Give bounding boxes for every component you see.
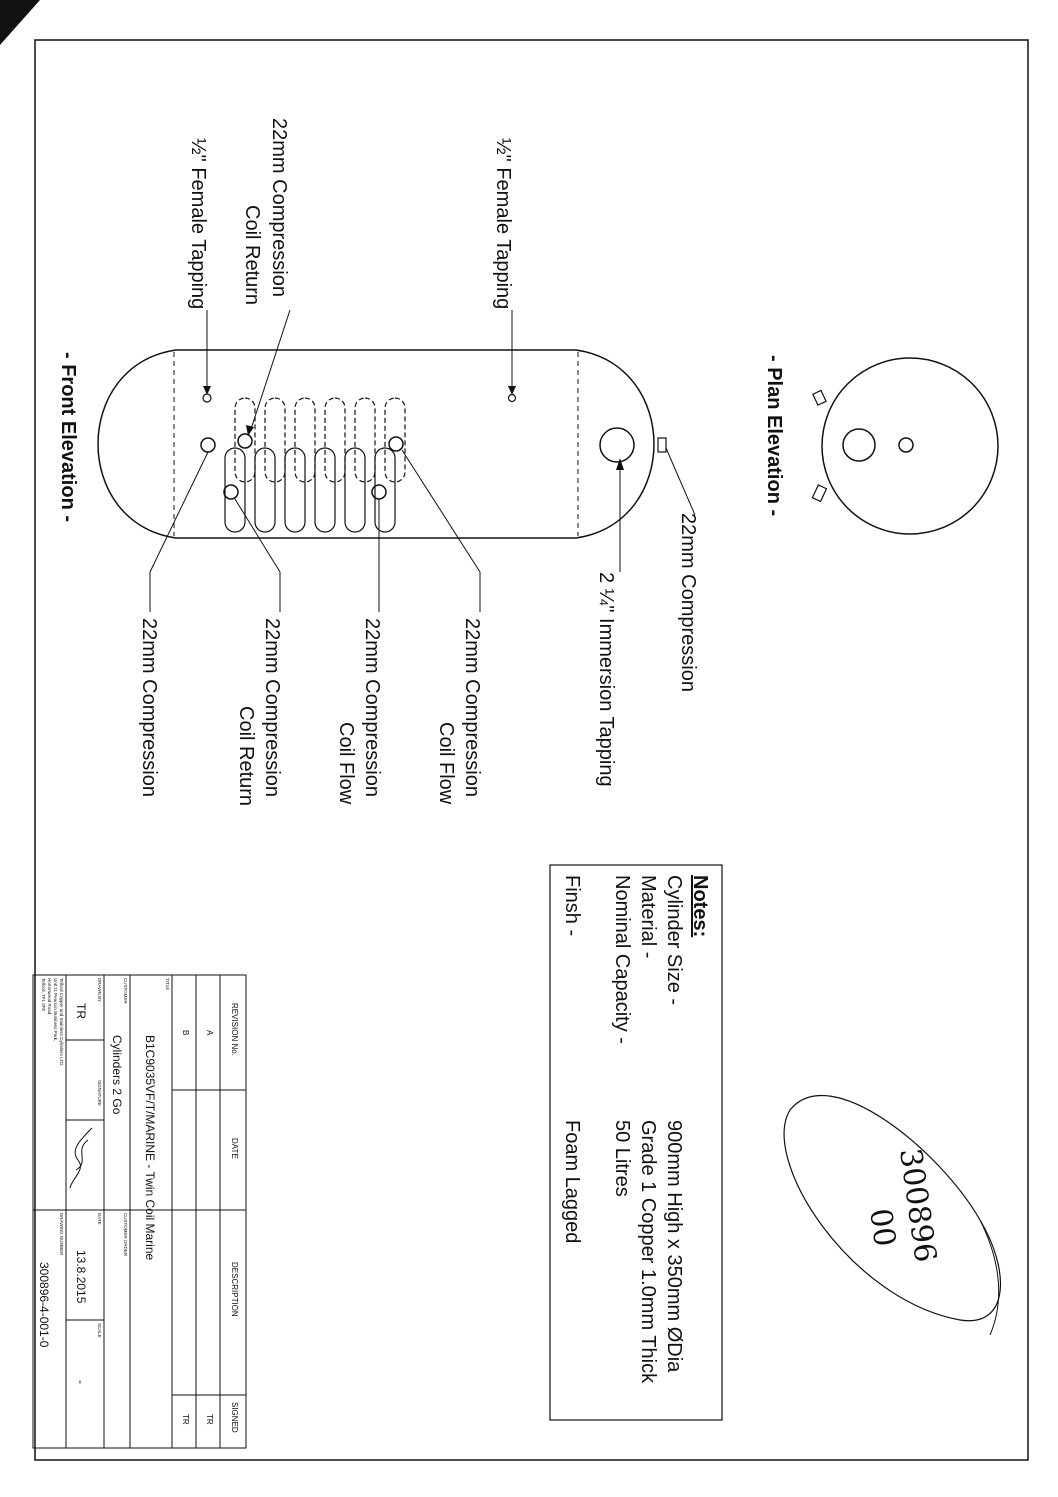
coil-loop [344,447,366,533]
immersion-boss [599,427,635,463]
tb-header-date: DATE [230,1138,239,1159]
tb-header-customer: CUSTOMER [123,978,128,1004]
tb-date: 13.8.2015 [74,1250,88,1304]
coil-loop [324,397,346,483]
label-coil-return-line1: 22mm Compression [261,618,283,797]
plan-nozzle-top [812,389,827,406]
coil-loop [254,447,276,533]
handwritten-oval-tail [979,1219,1000,1336]
tb-company-line3: Hortonwood Road, [47,978,52,1016]
tb-drawn-by: TR [74,1003,88,1019]
tb-header-drawing-number: DRAWING NUMBER [59,1213,64,1256]
plan-elevation-title: - Plan Elevation - [763,355,785,516]
notes-heading: Notes: [689,875,711,937]
label-bottom-female-tapping: ½" Female Tapping [187,138,209,309]
notes-key-capacity: Nominal Capacity - [611,875,633,1044]
handwritten-suffix: 00 [862,1206,902,1249]
label-coil-flow-2-line2: Coil Flow [335,722,357,805]
tb-header-title: TITLE [165,978,170,990]
compression-fitting-top [657,437,667,453]
plan-tapping-boss [898,437,914,453]
tb-header-drawn-by: DRAWN BY [97,978,102,1002]
notes-key-material: Material - [637,875,659,958]
coil-loop [264,397,286,483]
scan-corner-artifact [0,0,40,45]
tb-company-line2: Unit 11 Pearson Business Park, [53,978,58,1041]
coil-loop [234,397,256,483]
label-plan-compression: 22mm Compression [677,513,699,692]
title-block-grid [32,974,247,1449]
front-elevation-title: - Front Elevation - [57,352,79,522]
tb-rev-a: A [205,1030,214,1036]
coil-loop [284,447,306,533]
leader-arrows [203,386,624,470]
tb-title: B1C9035VF/T/MARINE - Twin Coil Marine [143,1035,157,1261]
label-coil-flow-1-line2: Coil Flow [435,722,457,805]
compression-fitting-bottom [200,437,216,453]
tb-rev-b-signed: TR [181,1414,190,1425]
label-top-female-tapping: ½" Female Tapping [492,138,514,309]
handwritten-number: 300896 [892,1146,943,1264]
vessel-left-dome [97,349,177,539]
handwritten-reference: 300896 00 [783,1095,1002,1336]
tb-customer: Cylinders 2 Go [110,1035,124,1115]
tb-header-signature: SIGNATURE [97,1080,102,1106]
tb-rev-b: B [181,1030,190,1035]
coil-flow-fitting-1 [388,436,404,452]
tb-header-date-2: DATE [97,1213,102,1225]
top-tapping-point [507,393,517,403]
plan-nozzle-bottom [811,484,828,503]
label-immersion-tapping: 2 ¼" Immersion Tapping [595,572,617,787]
tb-company-line4: Telford, TF1 3FE [41,978,46,1011]
title-block: REVISION No. DATE DESCRIPTION SIGNED A T… [32,974,247,1449]
tb-header-revision: REVISION No. [230,1003,239,1056]
plan-elevation: - Plan Elevation - [763,355,999,535]
vessel-right-dome [575,349,655,539]
tb-header-scale: SCALE [97,1323,102,1338]
tb-rev-a-signed: TR [205,1414,214,1425]
plan-cylinder-outline [821,357,999,535]
coil-loop [294,397,316,483]
front-elevation: 22mm Compression 2 ¼" Immersion Tapping … [57,118,699,806]
coil-return-fitting-bottom [223,484,239,500]
coil-loop [354,397,376,483]
notes-key-cylinder-size: Cylinder Size - [663,875,685,1005]
label-coil-return-top-line1: 22mm Compression [268,118,290,297]
label-coil-flow-2-line1: 22mm Compression [361,618,383,797]
coil-return-fitting-top [237,433,253,449]
notes-value-material: Grade 1 Copper 1.0mm Thick [637,1120,659,1384]
coil-loop [314,447,336,533]
tb-drawing-number: 300896-4-001-0 [37,1262,51,1348]
label-coil-return-top-line2: Coil Return [241,205,263,305]
bottom-tapping-point [202,393,212,403]
tb-header-customer-order: CUSTOMER ORDER [123,1213,128,1257]
plan-immersion-boss [842,428,876,462]
tb-signature-scribble [69,1127,93,1189]
label-coil-flow-1-line1: 22mm Compression [461,618,483,797]
notes-value-cylinder-size: 900mm High x 350mm ØDia [663,1120,685,1373]
coil-loop [384,397,406,483]
tb-scale: - [74,1380,88,1384]
notes-key-finish: Finsh - [561,875,583,936]
notes-border [549,864,723,1421]
coil-flow-fitting-2 [371,484,387,500]
heating-coils [224,397,406,533]
tb-header-description: DESCRIPTION [230,1262,239,1317]
notes-value-finish: Foam Lagged [561,1120,583,1243]
label-bottom-compression: 22mm Compression [138,618,160,797]
tb-header-signed: SIGNED [230,1402,239,1433]
coil-loop [374,447,396,533]
notes-box: Notes: Cylinder Size - 900mm High x 350m… [549,864,723,1421]
tb-company-line1: Telford Copper and Stainless Cylinders L… [59,978,64,1066]
label-coil-return-line2: Coil Return [235,706,257,806]
leader-lines [149,309,696,612]
sheet-border [34,39,1029,1461]
notes-value-capacity: 50 Litres [611,1120,633,1197]
handwritten-oval [783,1095,1002,1322]
